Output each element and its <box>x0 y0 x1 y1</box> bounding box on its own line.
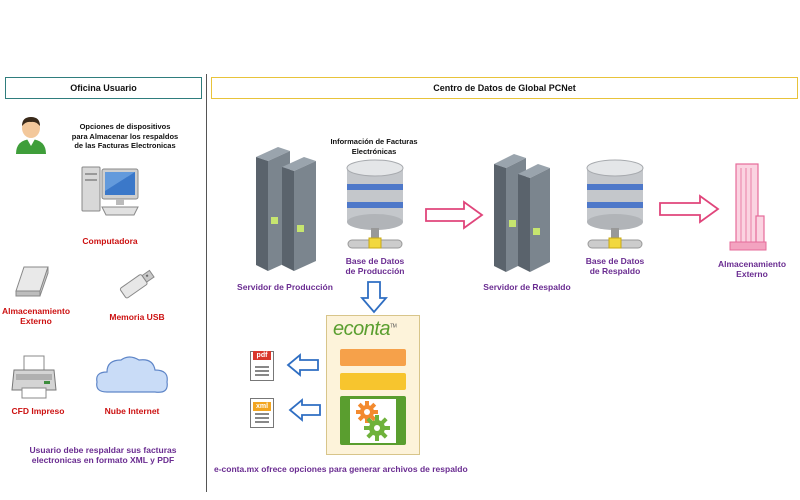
backup-db-icon <box>586 159 644 249</box>
right-panel-header: Centro de Datos de Global PCNet <box>211 77 798 99</box>
cloud-icon <box>96 356 168 393</box>
external-storage-label: Almacenamiento Externo <box>1 306 71 326</box>
production-db-icon <box>346 159 404 249</box>
replication-arrow-1-icon <box>425 200 484 230</box>
econta-orange-bar <box>340 349 406 366</box>
backup-db-label: Base de Datos de Respaldo <box>585 256 645 276</box>
user-avatar-icon <box>16 117 46 154</box>
econta-logo-text: econta <box>333 318 391 340</box>
econta-logo: econtaTM <box>333 318 413 342</box>
xml-tag-text: xml <box>255 403 269 410</box>
invoice-info-label: Información de Facturas Electrónicas <box>330 137 418 156</box>
right-panel-header-text: Centro de Datos de Global PCNet <box>433 83 576 93</box>
computer-icon <box>81 166 139 216</box>
pdf-tag: pdf <box>253 351 271 360</box>
replication-arrow-2-icon <box>659 194 720 224</box>
left-arrow-2-icon <box>288 398 321 422</box>
left-panel-header-text: Oficina Usuario <box>70 83 137 93</box>
backup-server-label: Servidor de Respaldo <box>483 282 571 292</box>
external-storage-tower-icon <box>729 163 767 251</box>
production-db-label: Base de Datos de Producción <box>345 256 405 276</box>
left-panel-header: Oficina Usuario <box>5 77 202 99</box>
xml-tag: xml <box>253 402 271 411</box>
xml-lines <box>255 413 269 415</box>
usb-drive-icon <box>119 269 155 299</box>
gears-icon <box>350 399 396 443</box>
pdf-lines <box>255 366 269 368</box>
econta-backup-note: e-conta.mx ofrece opciones para generar … <box>214 464 468 474</box>
econta-tm: TM <box>390 323 397 330</box>
econta-yellow-bar <box>340 373 406 390</box>
left-arrow-1-icon <box>286 353 319 377</box>
user-backup-note: Usuario debe respaldar sus facturas elec… <box>29 445 177 465</box>
cloud-label: Nube Internet <box>104 406 160 416</box>
production-server-icon <box>256 147 316 271</box>
backup-server-icon <box>494 154 550 272</box>
panel-divider <box>206 74 207 492</box>
printer-label: CFD Impreso <box>11 406 65 416</box>
usb-label: Memoria USB <box>109 312 165 322</box>
down-arrow-icon <box>360 281 388 314</box>
printer-icon <box>11 355 57 399</box>
computer-label: Computadora <box>82 236 138 246</box>
device-options-text: Opciones de dispositivos para Almacenar … <box>71 122 179 150</box>
external-drive-icon <box>15 266 49 297</box>
pdf-tag-text: pdf <box>256 352 268 359</box>
external-storage-dc-label: Almacenamiento Externo <box>717 259 787 279</box>
production-server-label: Servidor de Producción <box>237 282 333 292</box>
